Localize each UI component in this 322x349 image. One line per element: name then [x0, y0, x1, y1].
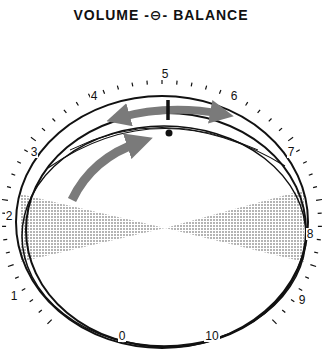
scale-tick [258, 110, 260, 113]
scale-tick [316, 199, 322, 201]
scale-tick [288, 137, 293, 141]
scale-tick [39, 310, 42, 313]
outer-ring [16, 96, 308, 348]
scale-tick [314, 252, 318, 254]
heading: VOLUME -⊖- BALANCE [73, 8, 248, 22]
scale-tick [2, 226, 6, 227]
scale-tick [219, 90, 220, 94]
knob-face [22, 126, 306, 346]
scale-tick [3, 239, 7, 241]
scale-tick [318, 212, 322, 213]
scale-tick [206, 86, 207, 90]
scale-number: 1 [10, 290, 19, 302]
scale-tick [22, 288, 26, 290]
scale-number: 2 [5, 210, 14, 222]
scale-tick [269, 118, 272, 121]
scale-tick [2, 199, 8, 201]
scale-tick [305, 277, 309, 279]
scale-number: 4 [90, 90, 99, 102]
scale-tick [24, 150, 27, 152]
inner-edge [48, 128, 285, 168]
scale-tick [131, 83, 133, 87]
scale-tick [279, 128, 282, 131]
scale-tick [76, 102, 78, 105]
scale-tick [313, 186, 317, 188]
shading [20, 194, 165, 262]
scale-tick [11, 174, 15, 175]
scale-number: 9 [298, 294, 307, 306]
scale-tick [52, 118, 55, 121]
scale-tick [117, 86, 118, 90]
scale-tick [246, 102, 248, 105]
scale-number: 6 [230, 90, 239, 102]
scale-tick [64, 110, 66, 113]
scale-tick [282, 310, 285, 313]
knob-ring [26, 113, 306, 347]
scale-tick [103, 90, 104, 94]
scale-number: 3 [30, 146, 39, 158]
scale-tick [146, 81, 148, 85]
scale-tick [272, 320, 276, 324]
scale-ticks [2, 78, 322, 324]
scale-tick [6, 252, 10, 254]
scale-number: 7 [287, 146, 296, 158]
scale-tick [318, 226, 322, 227]
scale-tick [299, 288, 303, 290]
scale-number: 10 [204, 330, 219, 342]
scale-tick [8, 265, 14, 267]
balance-arrow [118, 110, 222, 118]
scale-tick [42, 128, 45, 131]
scale-tick [291, 300, 294, 302]
scale-tick [317, 239, 321, 241]
scale-tick [310, 265, 316, 267]
scale-tick [296, 150, 299, 152]
scale-tick [7, 186, 11, 188]
scale-tick [303, 162, 307, 164]
inner-edge [70, 128, 258, 151]
scale-tick [47, 320, 51, 324]
volume-arrow [72, 142, 140, 200]
scale-tick [191, 83, 193, 87]
scale-tick [176, 81, 178, 85]
shading [165, 190, 304, 262]
scale-tick [309, 174, 313, 175]
scale-tick [30, 300, 33, 302]
volume-dot [166, 130, 173, 137]
scale-tick [31, 137, 36, 141]
index-mark [166, 100, 170, 120]
scale-number: 0 [118, 330, 127, 342]
scale-tick [17, 162, 21, 164]
scale-number: 5 [161, 68, 170, 80]
scale-tick [15, 277, 19, 279]
scale-number: 8 [306, 228, 315, 240]
